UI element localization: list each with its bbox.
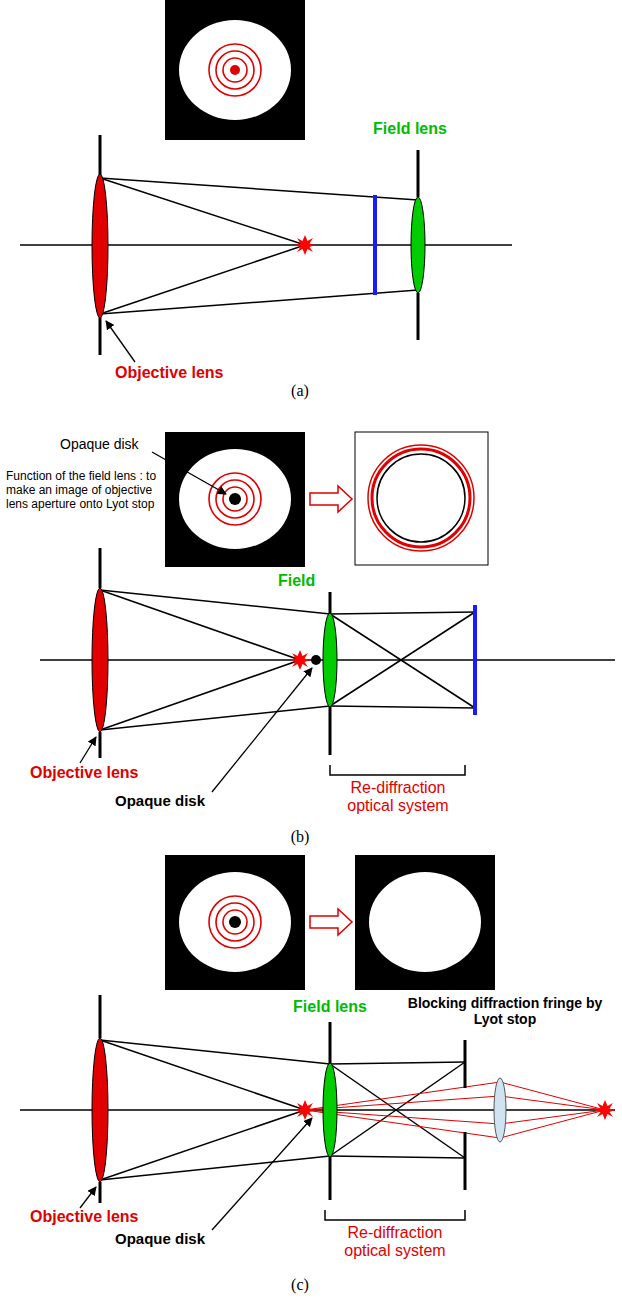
panel-c (20, 855, 615, 1230)
lens-label: Field (278, 572, 328, 590)
lens-label: Objective lens (115, 364, 245, 382)
lens-label: Objective lens (30, 764, 160, 782)
panel-label: (a) (280, 382, 320, 400)
lens-label: Field lens (275, 998, 385, 1016)
group-label: Re-diffraction optical system (325, 1224, 465, 1261)
lens-label: Objective lens (30, 1208, 160, 1226)
panel-a (20, 0, 512, 362)
part-label: Opaque disk (115, 792, 225, 809)
lens-label: Field lens (355, 120, 465, 138)
panel-label: (c) (280, 1276, 320, 1294)
note: Blocking diffraction fringe by Lyot stop (398, 995, 613, 1027)
part-label: Opaque disk (60, 436, 160, 452)
group-label: Re-diffraction optical system (328, 779, 468, 816)
note: Function of the field lens : to make an … (6, 470, 158, 511)
panel-label: (b) (280, 828, 320, 846)
part-label: Opaque disk (115, 1230, 225, 1247)
